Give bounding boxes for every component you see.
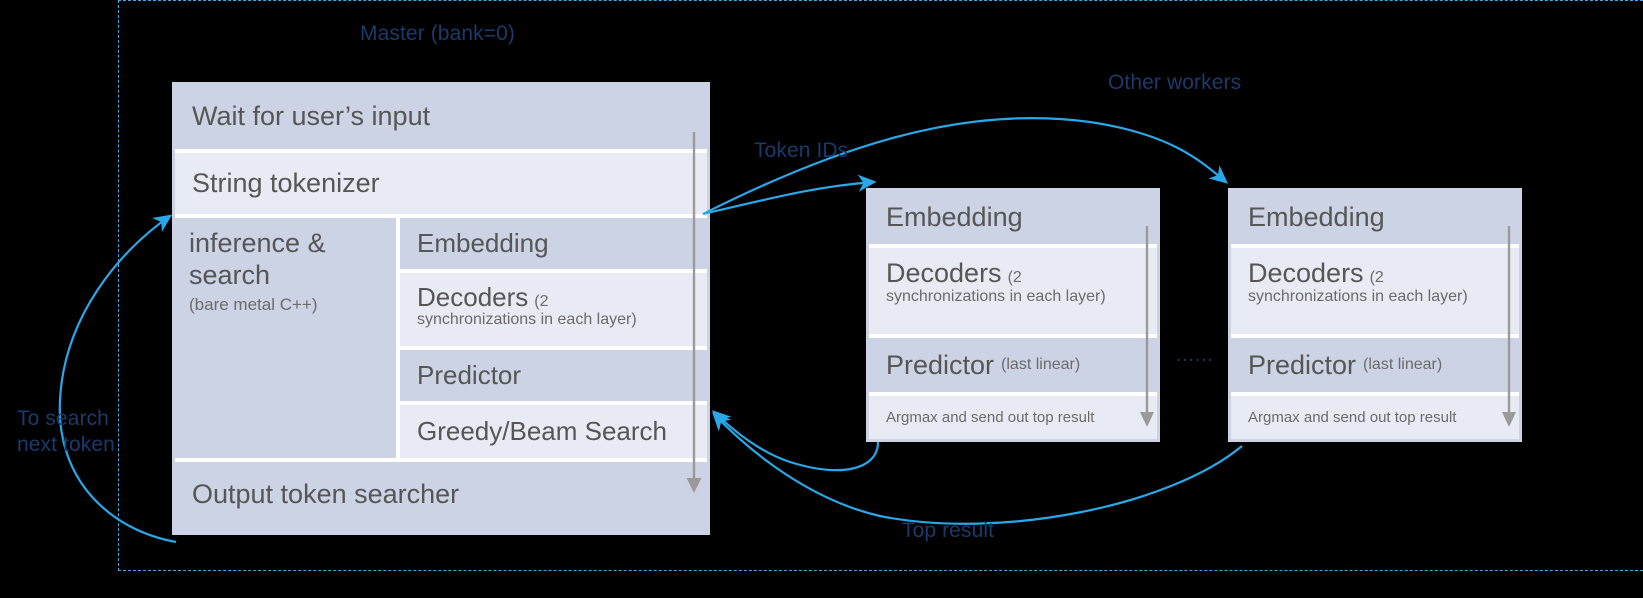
divider [1231, 244, 1519, 248]
stage-greedy-beam-search-label: Greedy/Beam Search [417, 416, 668, 446]
master-row-output-token-searcher[interactable]: Output token searcher [175, 462, 707, 528]
stage-decoders[interactable]: Decoders (2 synchronizations in each lay… [400, 273, 707, 346]
master-row-wait-for-input-label: Wait for user’s input [192, 101, 431, 132]
worker-1-predictor-label: Predictor [886, 349, 995, 380]
stage-embedding-label: Embedding [417, 228, 549, 258]
worker-n-decoders-note-part2: synchronizations in each layer) [1248, 288, 1468, 305]
worker-n-argmax-label: Argmax and send out top result [1248, 409, 1457, 426]
label-top-result: Top result [902, 519, 995, 542]
stage-predictor[interactable]: Predictor [400, 350, 707, 401]
master-row-string-tokenizer-label: String tokenizer [192, 167, 380, 198]
master-pipeline-box: Wait for user’s input String tokenizer i… [172, 82, 710, 535]
worker-n-row-predictor[interactable]: Predictor (last linear) [1231, 338, 1519, 392]
divider [400, 346, 707, 350]
label-to-search-next-token: To search next token [17, 407, 115, 456]
master-row-output-token-searcher-label: Output token searcher [192, 479, 460, 510]
inference-search-label-cell[interactable]: inference & search (bare metal C++) [175, 218, 396, 458]
worker-1-argmax-label: Argmax and send out top result [886, 409, 1095, 426]
divider [869, 244, 1157, 248]
worker-n-predictor-label: Predictor [1248, 349, 1357, 380]
divider [175, 458, 707, 462]
worker-n-row-argmax[interactable]: Argmax and send out top result [1231, 396, 1519, 439]
worker-n-decoders-label: Decoders [1248, 258, 1364, 288]
worker-n-box: Embedding Decoders (2 synchronizations i… [1228, 188, 1522, 442]
master-row-wait-for-input[interactable]: Wait for user’s input [175, 85, 707, 149]
workers-ellipsis: ...... [1176, 345, 1214, 366]
worker-n-decoders-note-part1: (2 [1369, 269, 1384, 286]
worker-1-predictor-note: (last linear) [1001, 356, 1081, 373]
worker-1-row-argmax[interactable]: Argmax and send out top result [869, 396, 1157, 439]
divider [175, 214, 707, 218]
worker-1-row-decoders[interactable]: Decoders (2 synchronizations in each lay… [869, 248, 1157, 334]
label-token-ids: Token IDs [754, 139, 849, 162]
label-master-bank: Master (bank=0) [360, 22, 515, 45]
label-other-workers: Other workers [1108, 71, 1242, 94]
inference-search-subtitle: (bare metal C++) [189, 294, 318, 314]
worker-1-decoders-note-part1: (2 [1007, 269, 1022, 286]
worker-n-row-decoders[interactable]: Decoders (2 synchronizations in each lay… [1231, 248, 1519, 334]
worker-1-decoders-label: Decoders [886, 258, 1002, 288]
worker-1-box: Embedding Decoders (2 synchronizations i… [866, 188, 1160, 442]
divider [1231, 392, 1519, 396]
stage-decoders-label: Decoders [417, 282, 529, 312]
divider [175, 149, 707, 153]
worker-n-row-embedding[interactable]: Embedding [1231, 191, 1519, 244]
worker-1-decoders-note-part2: synchronizations in each layer) [886, 288, 1106, 305]
divider [869, 334, 1157, 338]
stage-decoders-note-part1: (2 [534, 293, 549, 310]
stage-decoders-note-part2: synchronizations in each layer) [417, 311, 637, 328]
divider [400, 401, 707, 405]
stage-embedding[interactable]: Embedding [400, 218, 707, 269]
stage-predictor-label: Predictor [417, 360, 522, 390]
worker-1-embedding-label: Embedding [886, 202, 1023, 232]
inference-search-title: inference & search [189, 228, 326, 290]
worker-n-embedding-label: Embedding [1248, 202, 1385, 232]
worker-n-predictor-note: (last linear) [1363, 356, 1443, 373]
worker-1-row-embedding[interactable]: Embedding [869, 191, 1157, 244]
master-inference-search-block: inference & search (bare metal C++) Embe… [175, 218, 707, 458]
divider [869, 392, 1157, 396]
divider [400, 269, 707, 273]
inference-stage-list: Embedding Decoders (2 synchronizations i… [400, 218, 707, 458]
divider [396, 218, 400, 458]
divider [1231, 334, 1519, 338]
worker-1-row-predictor[interactable]: Predictor (last linear) [869, 338, 1157, 392]
stage-greedy-beam-search[interactable]: Greedy/Beam Search [400, 405, 707, 458]
master-row-string-tokenizer[interactable]: String tokenizer [175, 153, 707, 214]
